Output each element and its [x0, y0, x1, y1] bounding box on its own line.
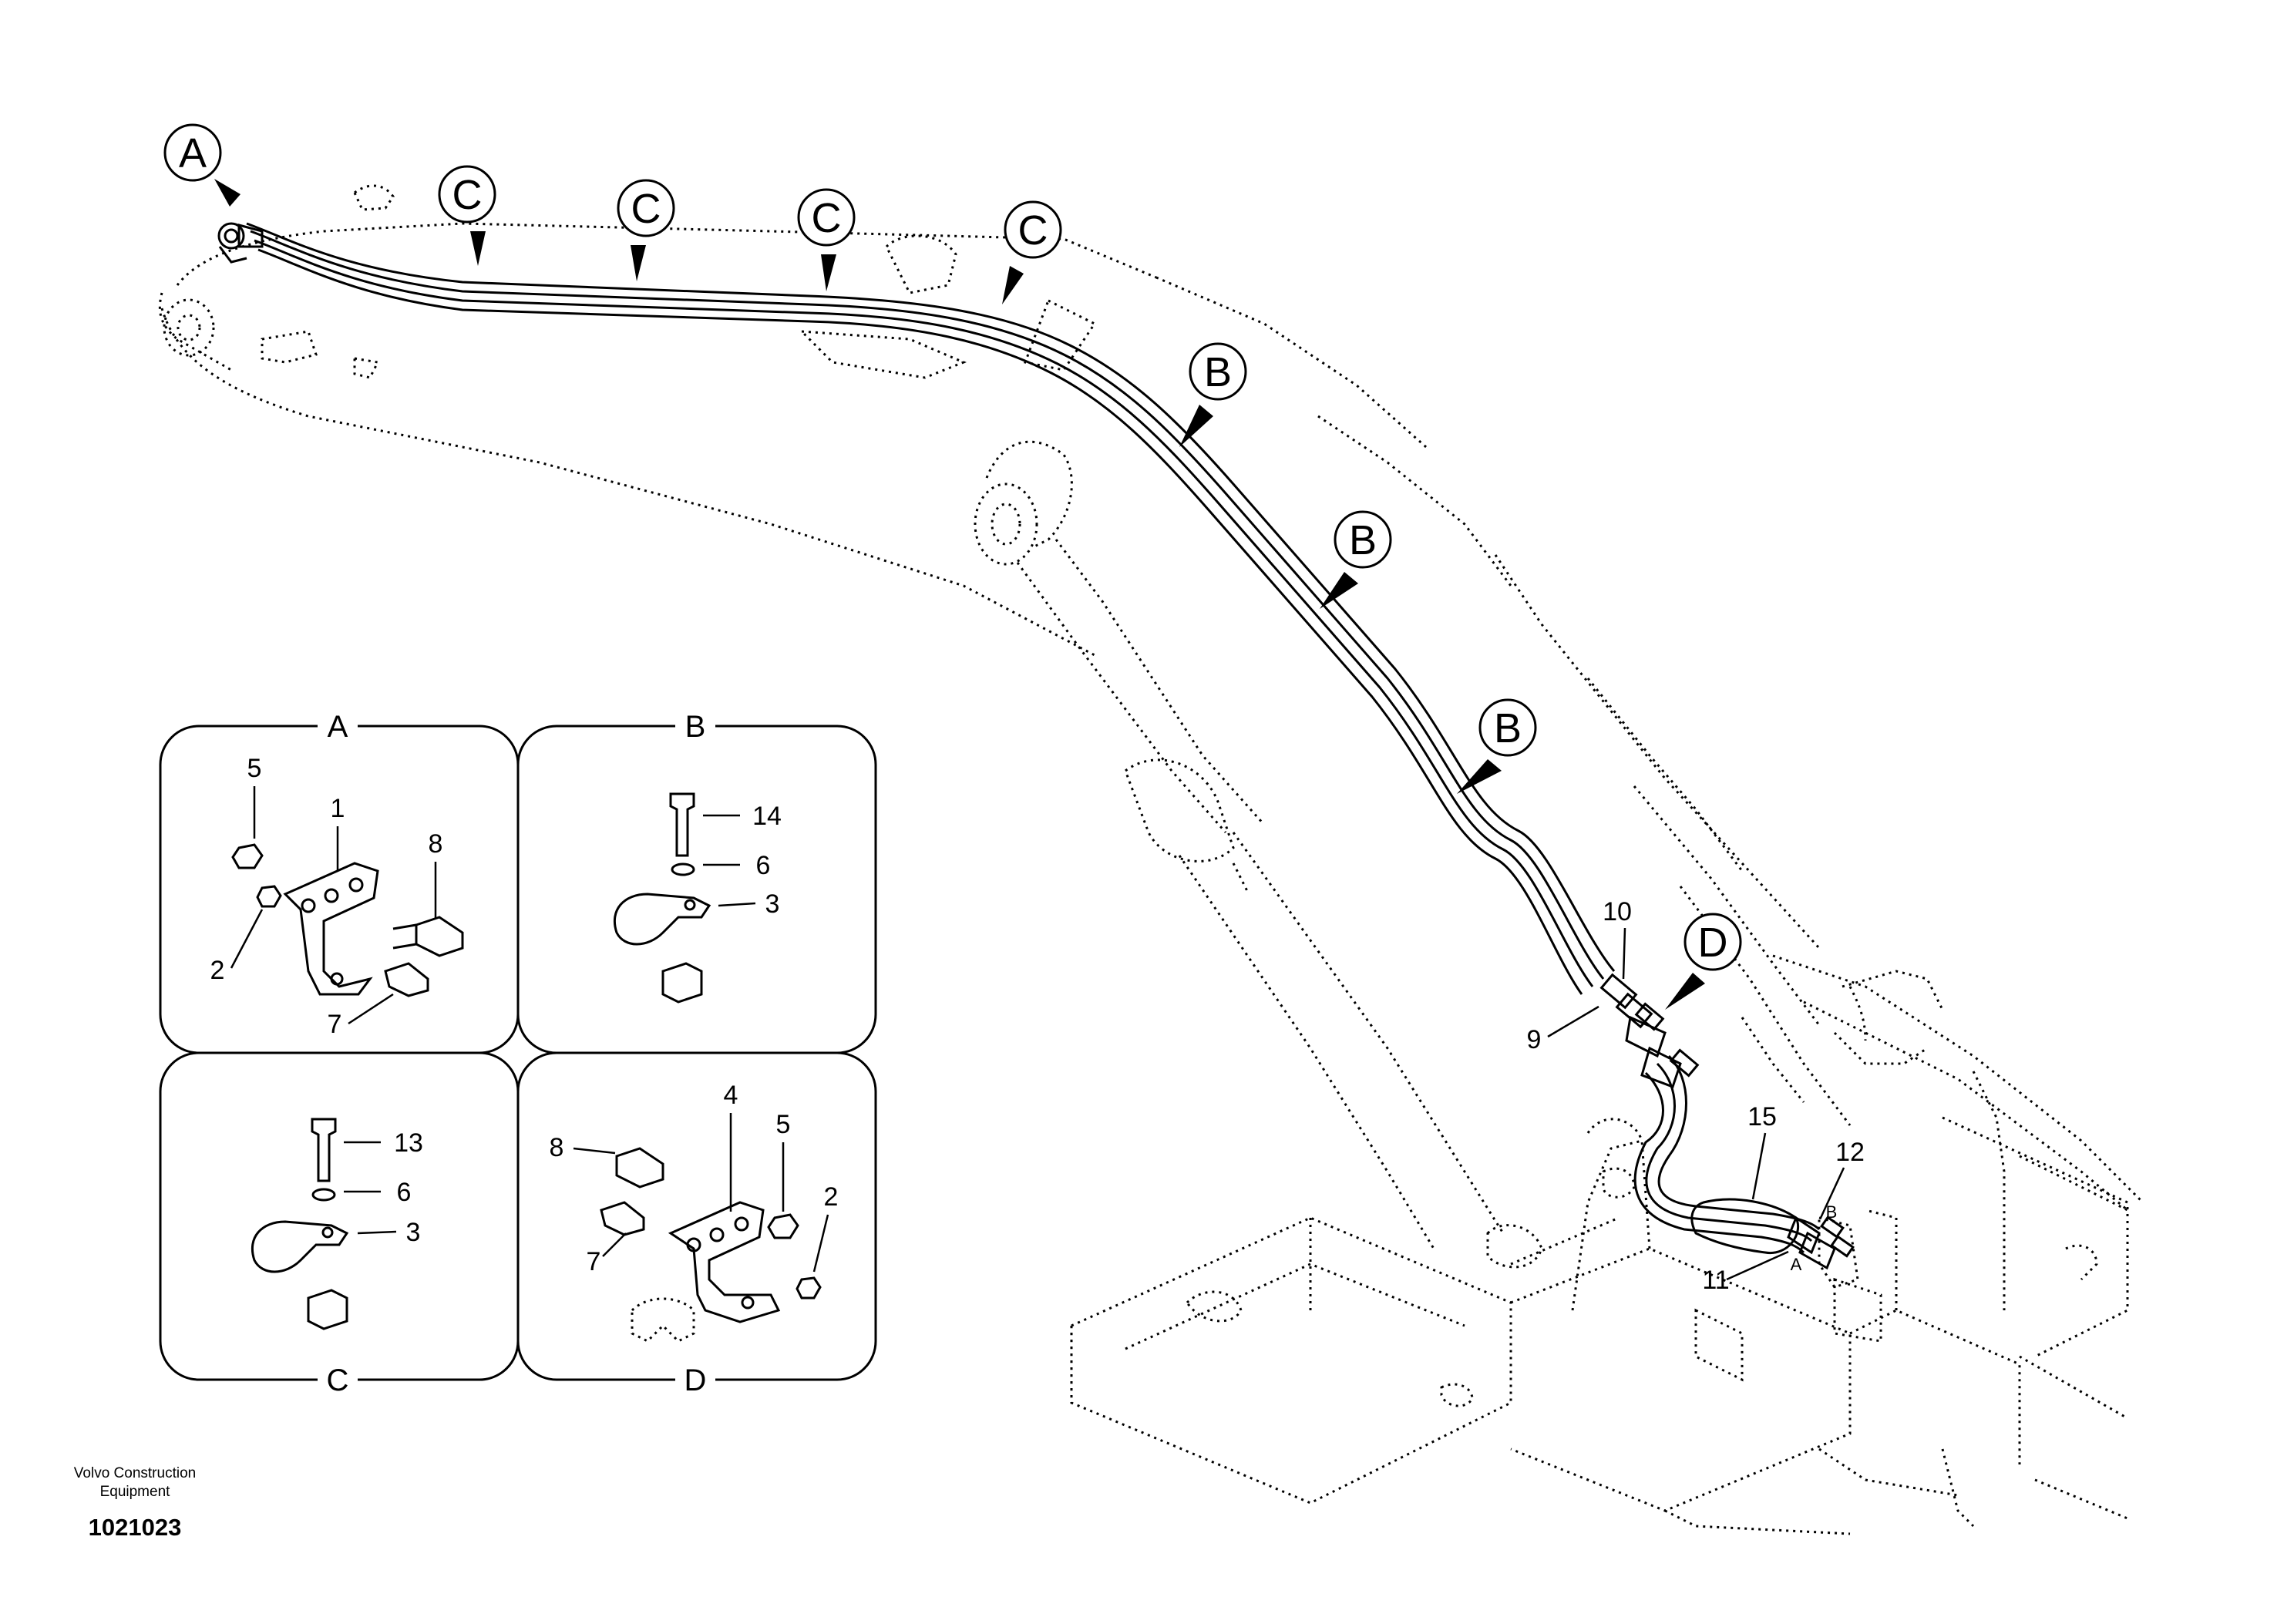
panel-c-labels: 13 6 3: [344, 1128, 423, 1247]
part-15-label: 15: [1747, 1102, 1777, 1131]
panel-d-nut-5: [767, 1213, 799, 1239]
panel-b-clamp: [613, 893, 711, 946]
panel-d-part-5: 5: [776, 1110, 791, 1139]
callout-c-3-label: C: [812, 195, 842, 241]
panel-b-contents: [613, 792, 711, 1004]
callout-c-2: C: [617, 179, 675, 281]
footer-caption: Volvo Construction Equipment 1021023: [54, 1464, 216, 1542]
panel-c-letter: C: [327, 1363, 349, 1397]
panel-c-frame: [159, 1051, 520, 1381]
part-10-leader: [1622, 927, 1626, 980]
callout-d: D: [1665, 913, 1742, 1010]
panel-a-nut-2: [256, 885, 282, 908]
panel-b-labels: 14 6 3: [703, 802, 782, 919]
part-9-leader: [1547, 1005, 1599, 1038]
panel-b-part-14: 14: [752, 802, 782, 831]
panel-a-frame: [159, 725, 520, 1054]
hose-bundle: [217, 222, 1855, 1270]
callout-b-3-label: B: [1494, 705, 1522, 751]
panel-letters: A B C D: [318, 709, 715, 1397]
panel-c-part-3: 3: [406, 1218, 421, 1247]
callout-b-2-label: B: [1349, 517, 1377, 563]
part-9-label: 9: [1527, 1025, 1542, 1054]
panel-c-bolt: [311, 1118, 337, 1182]
maker-label: Volvo Construction Equipment: [73, 1465, 197, 1500]
callout-b-2: B: [1320, 510, 1392, 609]
panel-d-frame: [516, 1051, 877, 1381]
part-11-label: 11: [1702, 1266, 1729, 1295]
panel-a-fitting-8: [415, 916, 464, 957]
port-b-label: B: [1826, 1202, 1838, 1222]
panel-b-washer: [671, 862, 695, 876]
part-12-leader: [1819, 1167, 1845, 1219]
panel-d-contents: [600, 1147, 822, 1343]
callout-c-1-label: C: [452, 172, 483, 218]
callout-b-3: B: [1457, 698, 1537, 794]
panel-a-nut-5: [231, 843, 264, 869]
panel-a-contents: [231, 843, 464, 997]
callout-c-4: C: [1002, 200, 1062, 304]
callout-d-label: D: [1698, 920, 1728, 966]
panel-d-part-7: 7: [587, 1247, 601, 1276]
panel-a-part-8: 8: [429, 829, 443, 859]
panel-a-bracket: [283, 862, 379, 996]
callout-a: A: [163, 123, 240, 207]
panel-c-part-13: 13: [394, 1128, 423, 1158]
panel-d-nut-2: [796, 1276, 822, 1300]
machine-outline: [158, 184, 2144, 1535]
panel-b-letter: B: [685, 710, 706, 744]
panel-d-part-2: 2: [824, 1182, 839, 1212]
panel-b-bolt: [669, 792, 695, 857]
panel-c-contents: [251, 1118, 349, 1330]
panel-d-fitting-7: [600, 1201, 645, 1236]
callout-c-3: C: [797, 188, 856, 291]
document-number: 1021023: [88, 1514, 182, 1541]
port-a-label: A: [1791, 1255, 1802, 1274]
panel-a-fitting-7: [384, 962, 429, 997]
panel-b-frame: [516, 725, 877, 1054]
panel-c-clamp: [251, 1220, 349, 1273]
callout-c-1: C: [438, 165, 496, 266]
part-15-leader: [1751, 1132, 1767, 1200]
panel-a-labels: 5 1 8 2 7: [210, 754, 443, 1039]
part-12-label: 12: [1835, 1138, 1865, 1167]
panel-a-letter: A: [328, 710, 348, 744]
panel-b-part-3: 3: [765, 889, 780, 919]
panel-b-part-6: 6: [756, 851, 771, 880]
panel-d-bracket: [668, 1201, 781, 1323]
part-11-leader: [1726, 1250, 1789, 1281]
panel-d-letter: D: [684, 1363, 707, 1397]
panel-d-fitting-8: [615, 1147, 664, 1189]
panel-d-part-8: 8: [550, 1133, 564, 1162]
panel-d-part-4: 4: [724, 1081, 738, 1110]
panel-c-part-6: 6: [397, 1178, 412, 1207]
panel-d-mount-outline: [631, 1297, 695, 1343]
panel-a-part-5: 5: [247, 754, 262, 783]
panel-b-block: [661, 962, 703, 1004]
callout-a-label: A: [179, 130, 207, 177]
callout-b-1-label: B: [1204, 349, 1232, 395]
panel-c-washer: [311, 1188, 336, 1202]
panel-c-block: [307, 1289, 348, 1330]
panel-d-labels: 4 8 5 2 7: [550, 1081, 839, 1276]
callout-c-2-label: C: [631, 186, 661, 232]
main-part-labels: 10 9 15 12 11 A B: [1527, 897, 1865, 1295]
callout-c-4-label: C: [1018, 207, 1048, 254]
panel-a-part-2: 2: [210, 956, 225, 985]
part-10-label: 10: [1603, 897, 1632, 926]
panel-a-part-7: 7: [328, 1010, 342, 1039]
callout-b-1: B: [1179, 342, 1247, 447]
panel-a-part-1: 1: [331, 794, 345, 823]
